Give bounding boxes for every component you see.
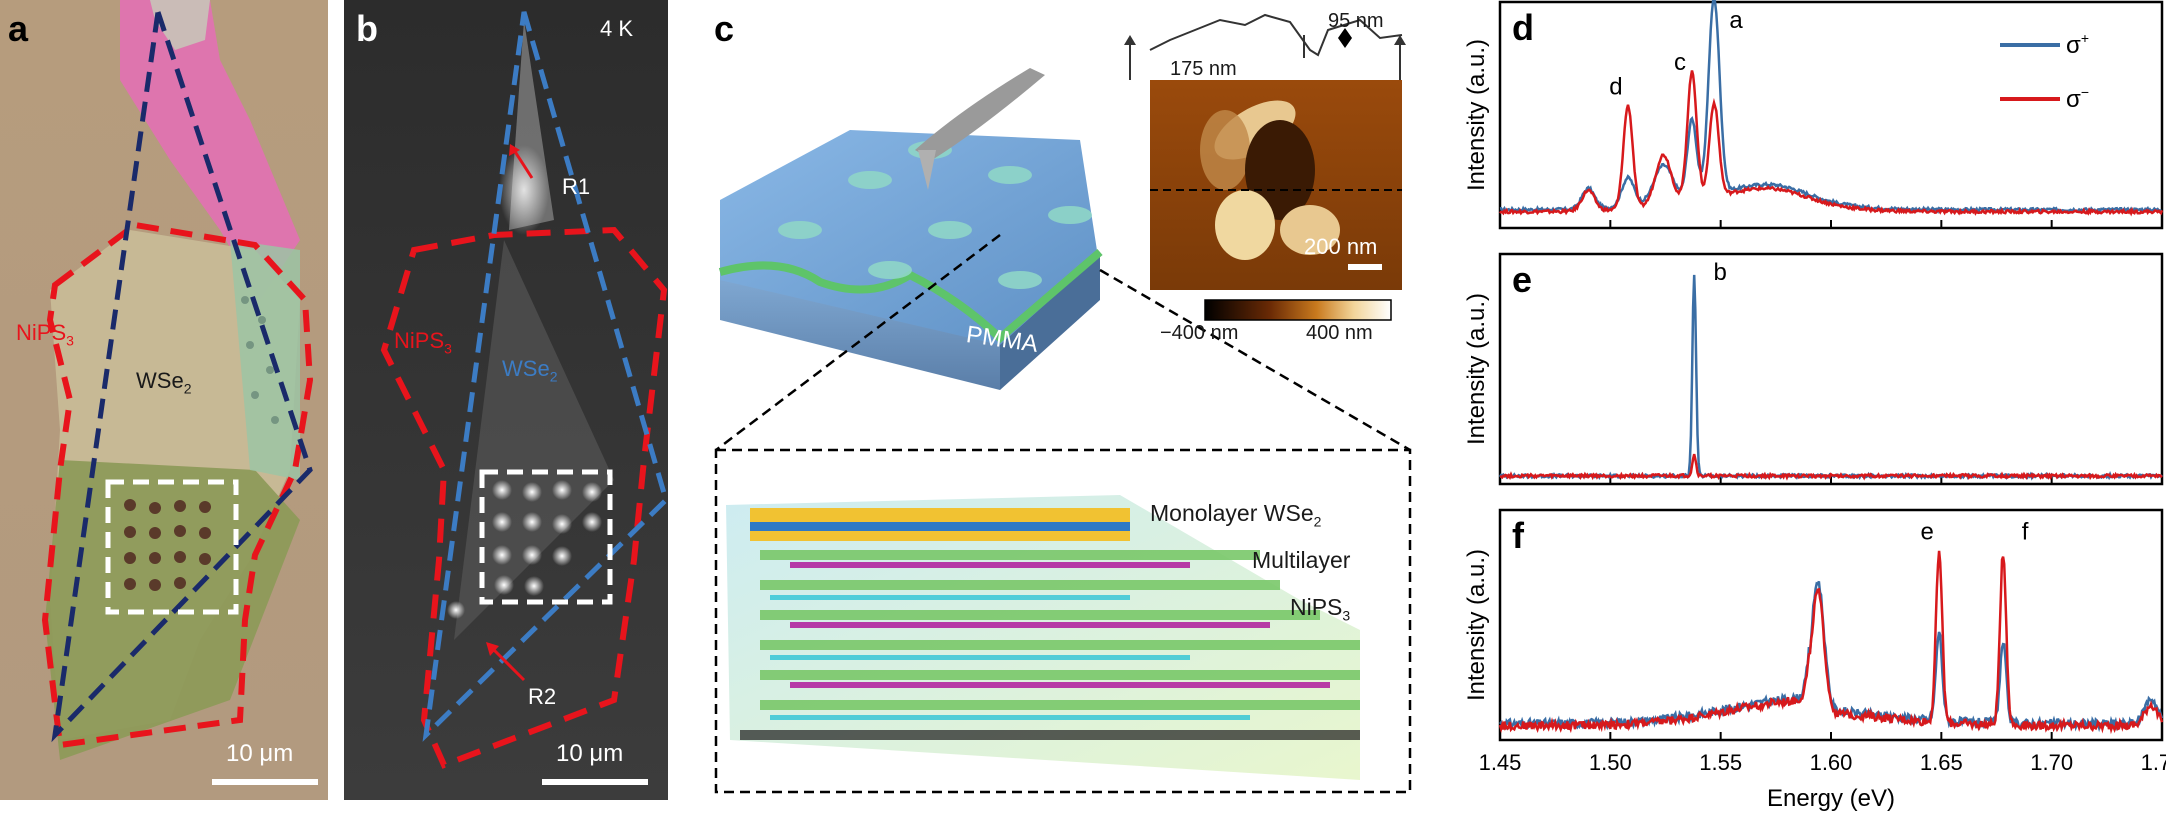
wse2-outline [51, 11, 313, 743]
height-profile [1149, 13, 1403, 57]
series-line-sigma-minus [1500, 453, 2163, 481]
panel-label: e [1512, 259, 1532, 300]
hole-region-box [105, 479, 239, 615]
plot-frame [1498, 252, 2164, 486]
panel-label: d [1512, 7, 1534, 48]
emitter-region-box [479, 469, 613, 605]
panel-a: a NiPS3 WSe2 10 μm [0, 0, 328, 800]
legend-label: σ+ [2066, 30, 2089, 59]
wse2-label: WSe2 [136, 368, 192, 397]
peak-label-b: b [1714, 259, 1727, 286]
x-tick-label: 1.65 [1920, 750, 1963, 775]
temperature-label: 4 K [600, 16, 634, 41]
optical-micrograph [0, 0, 328, 800]
y-axis-label: Intensity (a.u.) [1463, 39, 1490, 191]
colorbar-min-label: −400 nm [1160, 322, 1239, 344]
series-line-sigma-minus [1499, 70, 2164, 217]
y-axis-label: Intensity (a.u.) [1463, 293, 1490, 445]
panel-label: c [714, 8, 735, 49]
peak-label-d: d [1609, 74, 1622, 101]
x-axis-label: Energy (eV) [1767, 785, 1895, 812]
panel-label: f [1512, 515, 1525, 556]
nips3-outline [41, 221, 314, 749]
series-line-sigma-minus [1498, 550, 2164, 735]
wse2-atoms [750, 508, 1130, 541]
nips3-label: NiPS3 [16, 320, 74, 349]
wse2-label: WSe2 [502, 356, 558, 385]
r2-label: R2 [528, 684, 557, 709]
wse2-outline [422, 11, 669, 742]
y-axis-label: Intensity (a.u.) [1463, 549, 1490, 701]
panel-c: c PMMA 175 nm 95 nm 200 nm −400 nm 400 n… [700, 0, 1420, 800]
nips3-outline [380, 226, 668, 769]
hole-array [124, 499, 211, 591]
legend-label: σ− [2066, 84, 2089, 113]
x-tick-label: 1.45 [1479, 750, 1522, 775]
peak-label-c: c [1674, 49, 1686, 76]
scalebar-label: 10 μm [226, 740, 294, 767]
peak-label-e: e [1920, 518, 1933, 545]
plot-frame [1498, 0, 2164, 230]
afm-scalebar-label: 200 nm [1304, 234, 1378, 259]
emitter-array [447, 480, 602, 619]
multilayer-label: Multilayer [1252, 547, 1351, 573]
r1-label: R1 [562, 174, 591, 199]
nips3-label: NiPS3 [394, 328, 452, 357]
x-tick-label: 1.70 [2030, 750, 2073, 775]
profile-depth-label: 175 nm [1170, 58, 1237, 80]
series-line-sigma-plus [1499, 0, 2162, 215]
panel-label: a [8, 8, 29, 49]
profile-height-label: 95 nm [1328, 10, 1384, 32]
colorbar [1204, 299, 1392, 321]
x-tick-label: 1.50 [1589, 750, 1632, 775]
scalebar-label: 10 μm [556, 740, 624, 767]
x-tick-label: 1.75 [2141, 750, 2166, 775]
colorbar-max-label: 400 nm [1306, 322, 1373, 344]
device-schematic [714, 13, 1412, 794]
x-tick-label: 1.55 [1699, 750, 1742, 775]
panel-b: b 4 K NiPS3 WSe2 R1 R2 10 μm [344, 0, 669, 800]
peak-label-a: a [1729, 7, 1743, 34]
pl-image [344, 0, 669, 800]
nips3-layer-label: NiPS3 [1290, 594, 1351, 624]
series-line-sigma-plus [1498, 274, 2163, 481]
panel-label: b [356, 8, 378, 49]
atomic-structure-box [714, 448, 1412, 794]
peak-label-f: f [2022, 518, 2029, 545]
x-tick-label: 1.60 [1810, 750, 1853, 775]
monolayer-label: Monolayer WSe2 [1150, 500, 1322, 530]
